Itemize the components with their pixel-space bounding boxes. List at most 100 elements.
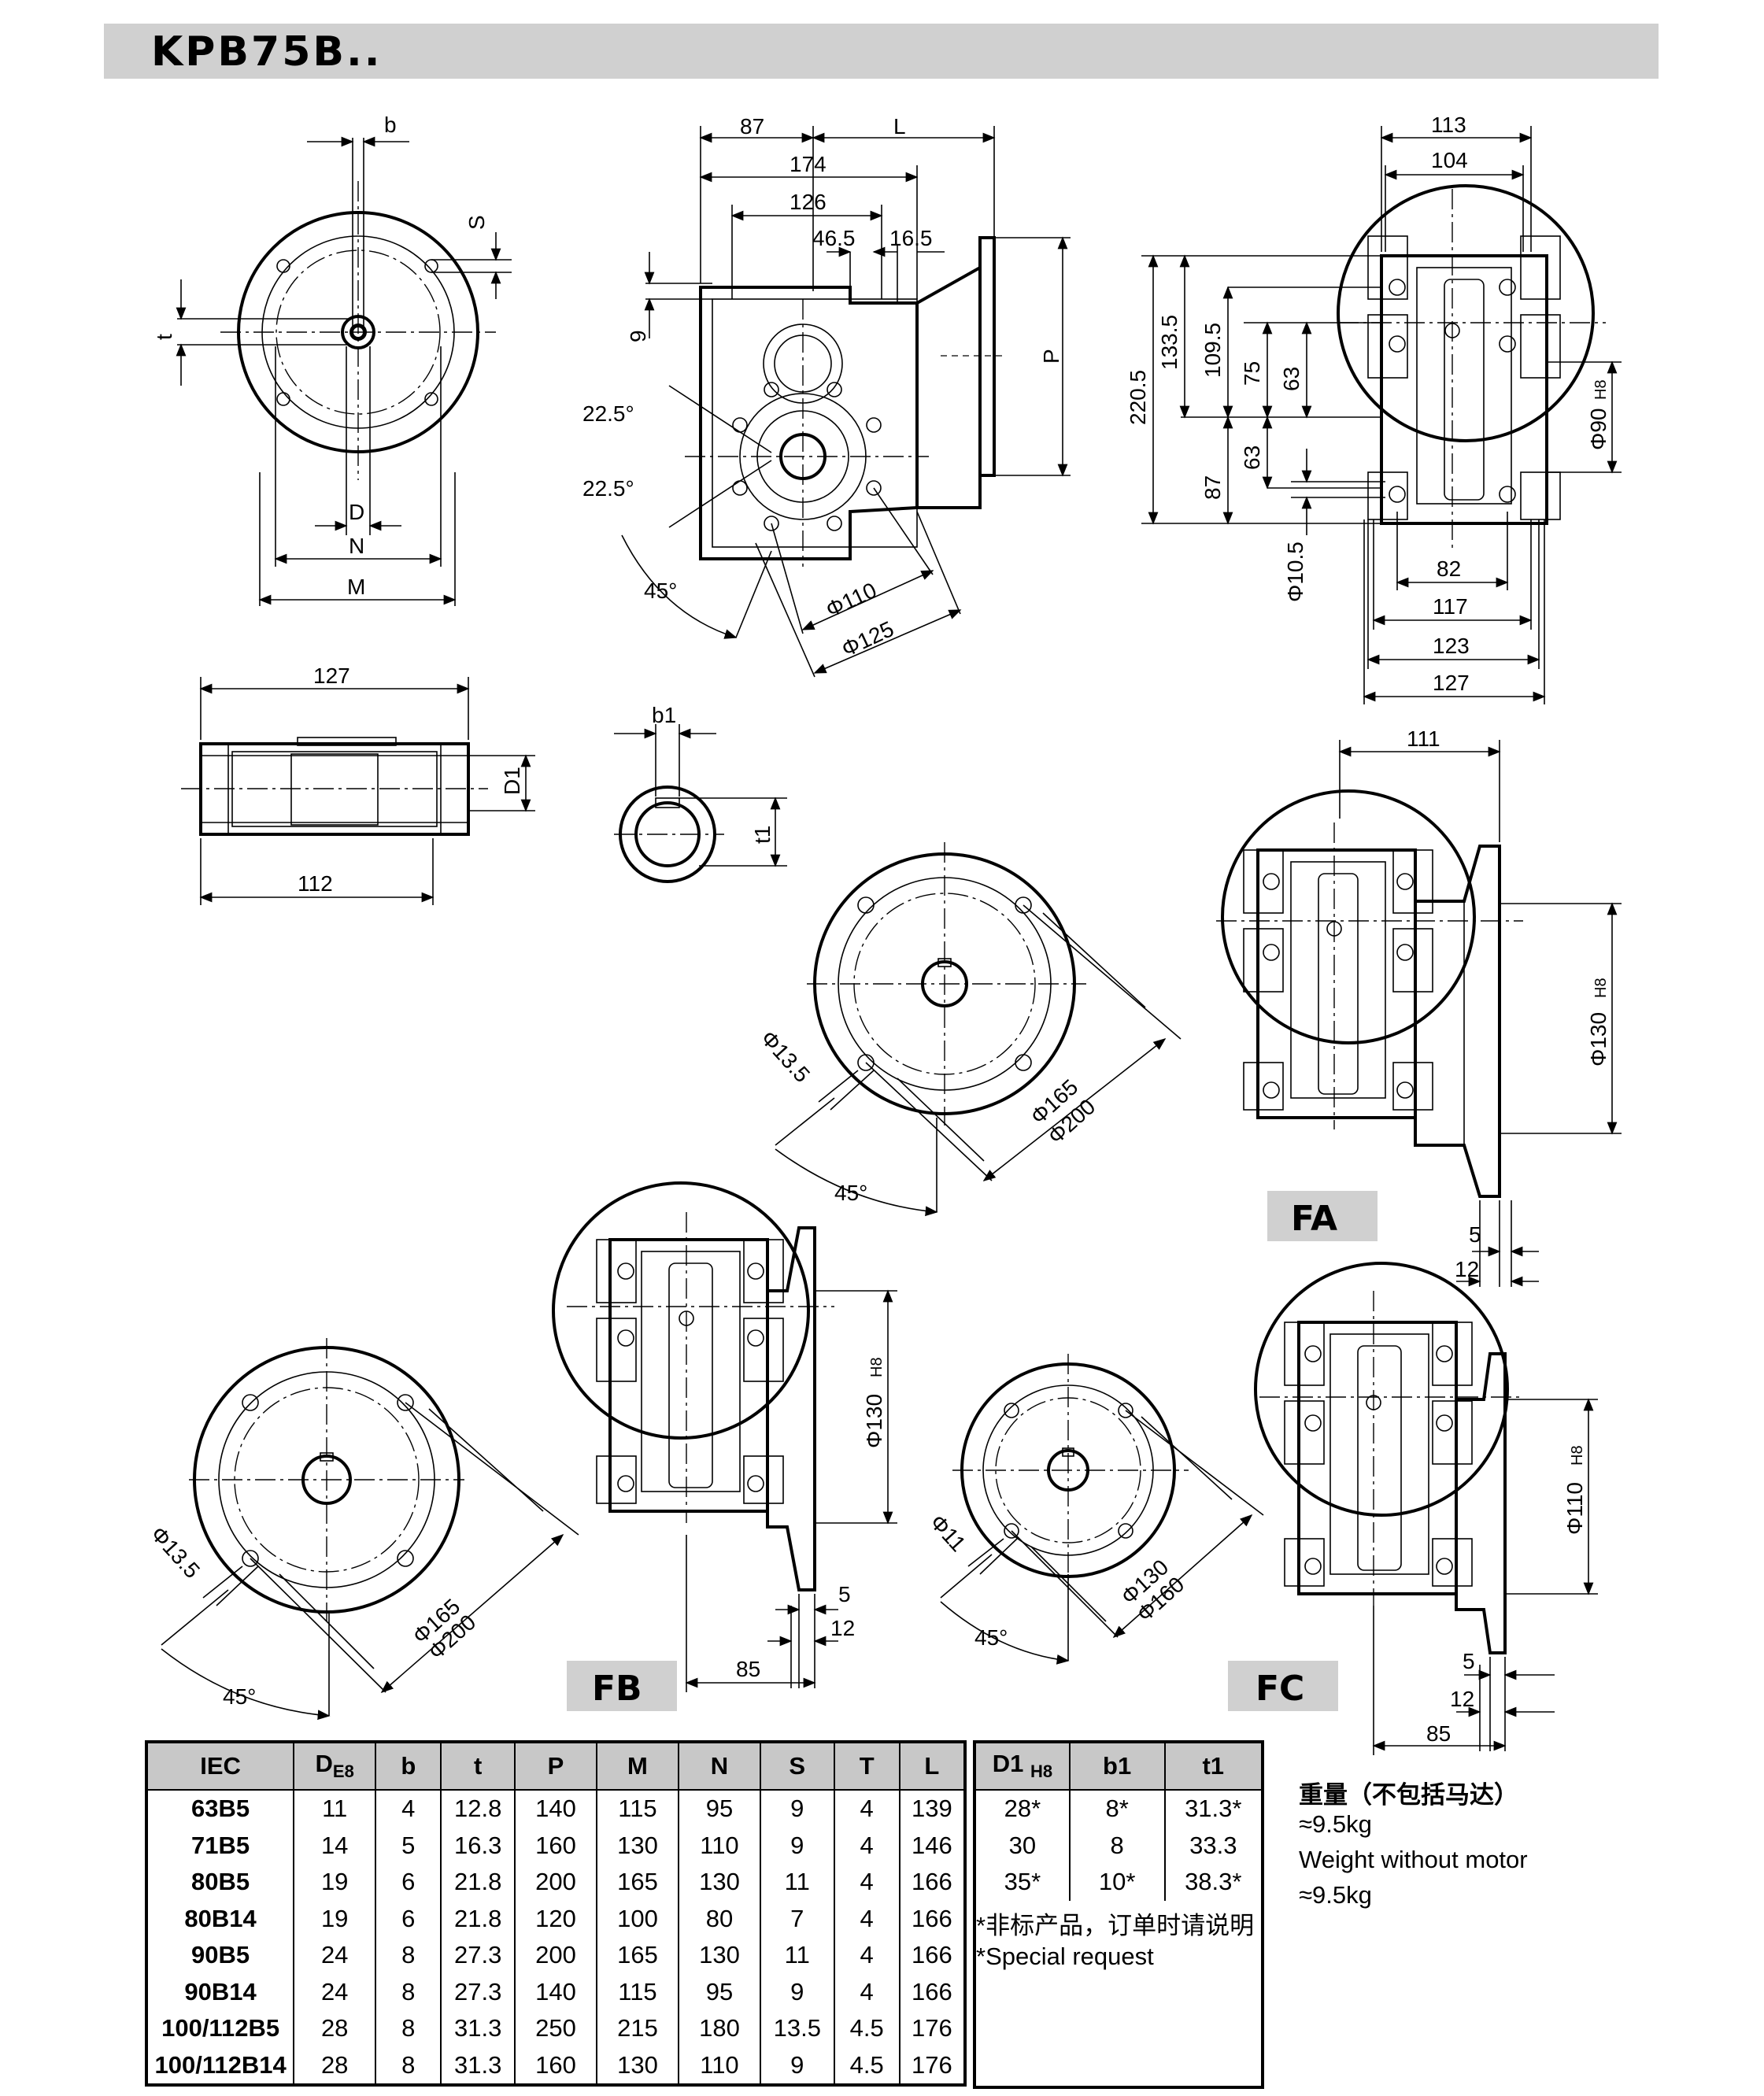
dim-87: 87: [740, 114, 764, 139]
dim-113: 113: [1431, 113, 1466, 137]
dim-87-front: 87: [1200, 475, 1225, 500]
table-cell: 4: [833, 1827, 900, 1864]
table-cell: 130: [595, 1827, 679, 1864]
table-cell: 9: [759, 2046, 834, 2085]
weight-value-cn: ≈9.5kg: [1299, 1810, 1372, 1838]
table-cell: 166: [898, 1973, 965, 2010]
table-cell: 4.5: [833, 2010, 900, 2047]
dim-fc-5: 5: [1463, 1649, 1475, 1673]
dim-phi90: Φ90: [1586, 408, 1611, 450]
dim-127-front: 127: [1433, 671, 1470, 695]
dim-127-shaft: 127: [313, 664, 350, 688]
fa-label: FA: [1291, 1199, 1337, 1239]
table-cell: 24: [293, 1973, 376, 2010]
table-cell: 4: [375, 1790, 442, 1828]
table-cell: 31.3*: [1163, 1790, 1263, 1828]
table-cell: 10*: [1068, 1864, 1165, 1901]
table-cell: 130: [677, 1864, 760, 1901]
angle-45: 45°: [644, 579, 677, 603]
table-cell: 4: [833, 1973, 900, 2010]
weight-label-en: Weight without motor: [1299, 1846, 1528, 1873]
table-cell: 130: [677, 1937, 760, 1974]
col-b: b: [375, 1742, 442, 1791]
table-cell: 31.3: [440, 2046, 515, 2085]
dim-fa-phi130: Φ130: [1586, 1012, 1611, 1066]
table-cell: 139: [898, 1790, 965, 1828]
dim-220-5: 220.5: [1126, 370, 1150, 425]
cell-iec: 90B5: [191, 1941, 250, 1969]
table-cell: 165: [595, 1864, 679, 1901]
cell-iec: 71B5: [191, 1831, 250, 1859]
table-cell: 12.8: [440, 1790, 515, 1828]
table-cell: 8: [375, 2010, 442, 2047]
table-cell: 110: [677, 2046, 760, 2085]
table-cell: 8*: [1068, 1790, 1165, 1828]
table-cell: 8: [375, 1973, 442, 2010]
dim-117: 117: [1433, 594, 1468, 619]
col-iec: IEC: [146, 1742, 294, 1791]
dim-t: t: [152, 334, 176, 340]
table-header-row: IEC DE8 b t P M N S T L: [146, 1742, 965, 1791]
col-n: N: [677, 1742, 760, 1791]
col-p: P: [513, 1742, 597, 1791]
dim-phi90-tol: H8: [1592, 379, 1610, 400]
table-cell: 4: [833, 1900, 900, 1937]
table-cell: 95: [677, 1973, 760, 2010]
col-d1: D1 H8: [974, 1742, 1070, 1791]
table-cell: 165: [595, 1937, 679, 1974]
table-cell: 11: [759, 1937, 834, 1974]
angle-22-5-lower: 22.5°: [582, 476, 634, 501]
special-note-en: *Special request: [976, 1943, 1154, 1970]
table-cell: 9: [759, 1973, 834, 2010]
dim-fa-phi13-5: Φ13.5: [756, 1026, 815, 1087]
table-cell: 115: [595, 1790, 679, 1828]
table-cell: 6: [375, 1864, 442, 1901]
table-cell: 31.3: [440, 2010, 515, 2047]
table-cell: 9: [759, 1790, 834, 1828]
table-cell: 130: [595, 2046, 679, 2085]
dim-fa-12: 12: [1455, 1257, 1479, 1281]
col-l: L: [898, 1742, 965, 1791]
dim-fc-phi110: Φ110: [1562, 1482, 1587, 1535]
table-cell: 19: [293, 1864, 376, 1901]
dim-fb-5: 5: [838, 1582, 851, 1606]
weight-value-en: ≈9.5kg: [1299, 1881, 1372, 1909]
table-cell: 27.3: [440, 1973, 515, 2010]
table-cell: 8: [375, 2046, 442, 2085]
table-cell: 250: [513, 2010, 597, 2047]
table-row: 35*10*38.3*: [974, 1864, 1263, 1901]
dim-109-5: 109.5: [1200, 323, 1225, 378]
dim-m: M: [347, 575, 365, 599]
dim-fb-phi130-tol: H8: [868, 1357, 886, 1377]
table-cell: 146: [898, 1827, 965, 1864]
dim-d1: D1: [500, 767, 524, 795]
dim-fa-phi130-tol: H8: [1592, 978, 1610, 998]
dim-46-5: 46.5: [812, 226, 856, 250]
table-cell: 166: [898, 1900, 965, 1937]
dim-112: 112: [298, 871, 333, 896]
table-cell: 8: [1068, 1827, 1165, 1864]
table-cell: 100: [595, 1900, 679, 1937]
table-cell: 35*: [1004, 1868, 1041, 1896]
table-cell: 5: [375, 1827, 442, 1864]
table-header-row: D1 H8 b1 t1: [974, 1742, 1263, 1791]
dim-63-upper: 63: [1279, 367, 1304, 391]
fb-label: FB: [592, 1669, 642, 1709]
table-cell: 21.8: [440, 1864, 515, 1901]
table-cell: 7: [759, 1900, 834, 1937]
dim-fb-12: 12: [830, 1616, 855, 1640]
cell-iec: 63B5: [191, 1795, 250, 1823]
dim-fc-phi11: Φ11: [926, 1510, 971, 1556]
table-cell: 28: [293, 2046, 376, 2085]
table-cell: 11: [759, 1864, 834, 1901]
table-cell: 27.3: [440, 1937, 515, 1974]
col-m: M: [595, 1742, 679, 1791]
dim-fc-phi110-tol: H8: [1569, 1445, 1586, 1466]
table-cell: 140: [513, 1973, 597, 2010]
col-t: t: [440, 1742, 515, 1791]
side-view: 87 L 174 126 46.5 16.5 9 P 22.5° 22.5° 4…: [582, 114, 1071, 678]
dim-174: 174: [790, 152, 827, 176]
dim-p: P: [1039, 349, 1063, 364]
table-cell: 16.3: [440, 1827, 515, 1864]
